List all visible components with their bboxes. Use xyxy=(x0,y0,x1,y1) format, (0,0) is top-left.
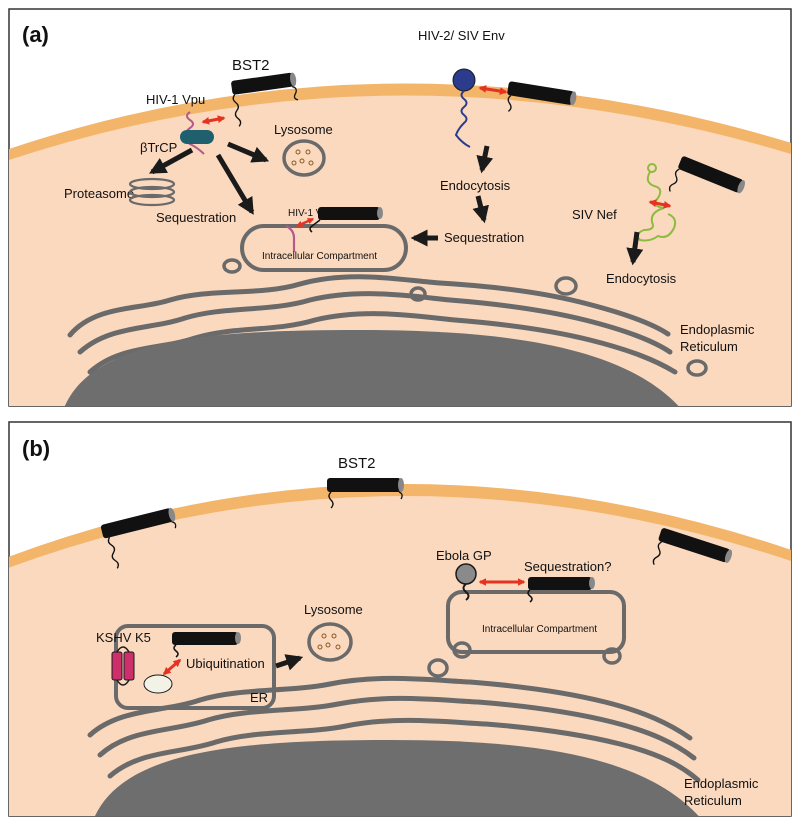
nucleus xyxy=(64,330,679,406)
k5-bst2-interaction-arrow xyxy=(162,658,182,676)
bst2-protein xyxy=(652,528,733,566)
arrow-env-endocytosis xyxy=(476,145,494,174)
env-protein-head xyxy=(452,68,476,92)
vpu-bst2-interaction-arrow xyxy=(201,115,226,125)
proteasome-icon xyxy=(128,177,176,207)
bst2-protein xyxy=(527,577,595,603)
vesicle xyxy=(427,658,449,678)
bst2-protein xyxy=(668,156,746,194)
vpu-bst2-compartment-arrow xyxy=(295,217,315,228)
proteasome-label: Proteasome xyxy=(64,186,134,201)
vesicle xyxy=(686,359,708,377)
arrow-env-sequestration xyxy=(472,195,489,224)
bst2-label: BST2 xyxy=(232,57,270,74)
lysosome-label: Lysosome xyxy=(274,122,333,137)
er-membrane xyxy=(107,717,701,783)
nucleus xyxy=(95,740,699,816)
sequestration-left-label: Sequestration xyxy=(156,210,236,225)
ubiquitin-ligase xyxy=(143,674,173,694)
vesicle xyxy=(602,647,622,665)
k5-protein xyxy=(111,646,135,686)
bst2-protein xyxy=(327,478,404,509)
endocytosis-nef-label: Endocytosis xyxy=(606,271,677,286)
env-protein-tail xyxy=(454,90,471,148)
bst2-protein xyxy=(231,72,299,127)
bst2-protein xyxy=(100,507,177,569)
ebola-gp-tail xyxy=(462,583,470,601)
panel-a-letter: (a) xyxy=(22,22,49,47)
ebola-gp-protein xyxy=(455,563,477,585)
lysosome-icon xyxy=(307,622,353,662)
bst2-protein xyxy=(507,81,577,112)
panel-b: (b) BST2 Intracellular Compartment Ebola… xyxy=(8,421,792,817)
siv-nef-label: SIV Nef xyxy=(572,207,617,222)
intracellular-compartment xyxy=(446,590,626,654)
er-small-label: ER xyxy=(250,690,268,705)
arrow-to-lysosome xyxy=(227,141,270,163)
intracellular-compartment-label: Intracellular Compartment xyxy=(262,251,377,262)
intracellular-compartment-label: Intracellular Compartment xyxy=(482,624,597,635)
env-bst2-interaction-arrow xyxy=(478,85,508,95)
er-membrane xyxy=(67,274,671,338)
arrow-to-proteasome xyxy=(149,147,194,175)
ubiquitination-label: Ubiquitination xyxy=(186,656,265,671)
vesicle xyxy=(222,258,242,274)
lysosome-label: Lysosome xyxy=(304,602,363,617)
er-membrane xyxy=(87,675,693,741)
endocytosis-env-label: Endocytosis xyxy=(440,178,511,193)
hiv1-vpu-label: HIV-1 Vpu xyxy=(146,92,205,107)
er-label-line2: Reticulum xyxy=(684,793,742,808)
arrow-nef-endocytosis xyxy=(626,231,644,266)
cytoplasm xyxy=(9,95,791,406)
bst2-label: BST2 xyxy=(338,455,376,472)
vesicle xyxy=(409,286,427,302)
er-label-line2: Reticulum xyxy=(680,339,738,354)
sequestration-question-label: Sequestration? xyxy=(524,559,611,574)
intracellular-compartment xyxy=(240,224,408,272)
nef-bst2-interaction-arrow xyxy=(648,199,672,209)
panel-a: (a) BST2 HIV-1 Vpu βTrCP Proteasome Lyso… xyxy=(8,8,792,407)
btrcp-protein xyxy=(180,130,214,144)
arrow-to-sequestration xyxy=(215,153,255,215)
hiv2-env-label: HIV-2/ SIV Env xyxy=(418,28,505,43)
nef-protein xyxy=(636,171,677,242)
nef-myristoyl xyxy=(647,163,657,173)
vesicle xyxy=(554,276,578,296)
ebola-gp-label: Ebola GP xyxy=(436,548,492,563)
btrcp-label: βTrCP xyxy=(140,140,177,155)
panel-b-letter: (b) xyxy=(22,436,50,461)
vpu-compartment xyxy=(285,225,296,252)
lysosome-icon xyxy=(282,139,326,177)
er-label-line1: Endoplasmic xyxy=(680,322,755,337)
sequestration-right-label: Sequestration xyxy=(444,230,524,245)
er-membrane xyxy=(77,291,673,355)
er-label-line1: Endoplasmic xyxy=(684,776,759,791)
arrow-to-lysosome xyxy=(275,654,304,671)
kshv-k5-label: KSHV K5 xyxy=(96,630,151,645)
bst2-protein xyxy=(172,632,241,658)
compartment-vpu-label: HIV-1 Vpu xyxy=(288,208,334,219)
er-membrane xyxy=(97,695,697,761)
